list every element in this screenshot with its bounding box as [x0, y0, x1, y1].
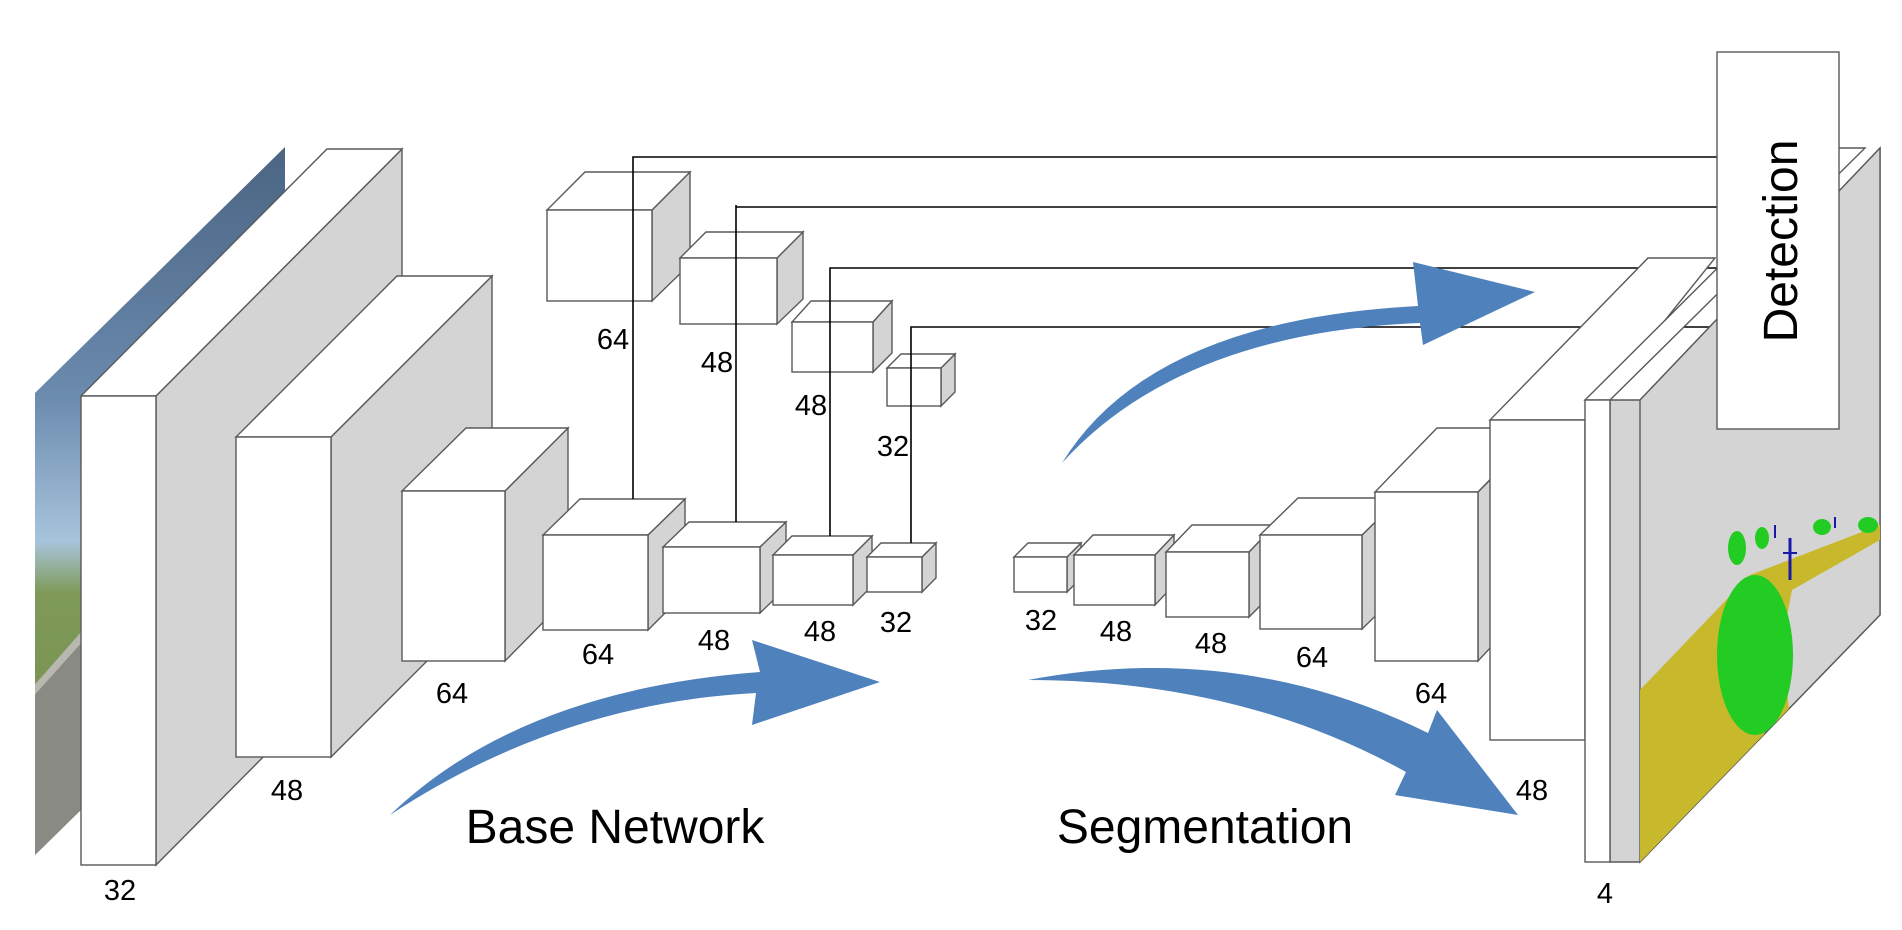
- segmentation-label: Segmentation: [1057, 801, 1353, 854]
- skip-label-4: 32: [877, 431, 909, 463]
- encoder-block-6: [771, 534, 874, 607]
- channel-labels: 32 48 64 64 48 48 32 64 48 48 32 32 48 4…: [104, 324, 1613, 910]
- decoder-label-3: 48: [1195, 628, 1227, 660]
- decoder-label-1: 32: [1025, 605, 1057, 637]
- skip-connector-2: [735, 205, 1717, 522]
- decoder-label-6: 48: [1516, 775, 1548, 807]
- decoder-label-2: 48: [1100, 616, 1132, 648]
- skip-block-2: [678, 230, 805, 326]
- decoder-block-1: [1012, 541, 1083, 594]
- encoder-label-3: 64: [436, 678, 468, 710]
- skip-connector-1: [632, 156, 1717, 499]
- skip-block-3: [790, 299, 894, 374]
- encoder-block-5: [661, 520, 788, 615]
- skip-label-2: 48: [701, 347, 733, 379]
- skip-block-1: [545, 170, 692, 303]
- encoder-label-6: 48: [804, 616, 836, 648]
- flow-arrows: [390, 262, 1535, 815]
- decoder-label-4: 64: [1296, 642, 1328, 674]
- detection-arrow: [1062, 262, 1535, 463]
- base-network-label: Base Network: [466, 801, 766, 854]
- detection-label: Detection: [1755, 140, 1808, 343]
- encoder-label-4: 64: [582, 639, 614, 671]
- decoder-label-5: 64: [1415, 678, 1447, 710]
- decoder-block-2: [1072, 533, 1176, 607]
- skip-block-4: [885, 352, 957, 408]
- decoder-block-3: [1164, 523, 1277, 619]
- encoder-block-7: [865, 541, 938, 594]
- encoder-label-5: 48: [698, 625, 730, 657]
- encoder-label-1: 32: [104, 875, 136, 907]
- skip-label-1: 64: [597, 324, 629, 356]
- segmentation-arrow: [1028, 667, 1518, 815]
- skip-label-3: 48: [795, 390, 827, 422]
- decoder-label-7: 4: [1597, 878, 1613, 910]
- detection-head: Detection: [1716, 51, 1840, 430]
- encoder-label-2: 48: [271, 775, 303, 807]
- encoder-label-7: 32: [880, 607, 912, 639]
- base-network-arrow: [390, 640, 880, 815]
